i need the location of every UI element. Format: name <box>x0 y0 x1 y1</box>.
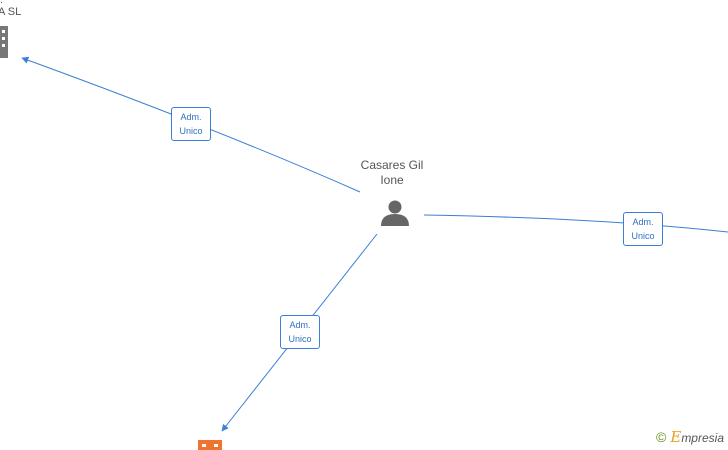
edge-label-line1: Adm. <box>180 112 202 122</box>
edge-label-line2: Unico <box>631 231 655 241</box>
edge-label-top-left[interactable]: Adm. Unico <box>171 107 211 141</box>
edge-label-line2: Unico <box>179 126 203 136</box>
edge-label-right[interactable]: Adm. Unico <box>623 212 663 246</box>
building-icon-bottom[interactable] <box>198 440 222 450</box>
company-name-top-left: A SL <box>0 6 22 18</box>
brand-initial: E <box>670 428 682 446</box>
company-name-top-left-line1: .. <box>0 0 4 6</box>
building-icon[interactable] <box>0 26 8 58</box>
edge-label-line1: Adm. <box>289 320 311 330</box>
edge-label-line2: Unico <box>288 334 312 344</box>
person-name-line1: Casares Gil <box>360 158 424 172</box>
empresia-watermark: ©Empresia <box>656 428 724 446</box>
edge-label-line1: Adm. <box>632 217 654 227</box>
copyright-symbol: © <box>656 429 667 445</box>
person-name[interactable]: Casares Gil Ione <box>352 158 432 188</box>
edge-line-right <box>423 214 728 233</box>
person-icon[interactable] <box>381 200 409 227</box>
person-name-line2: Ione <box>380 173 404 187</box>
brand-name: mpresia <box>681 431 724 445</box>
edge-label-bottom[interactable]: Adm. Unico <box>280 315 320 349</box>
